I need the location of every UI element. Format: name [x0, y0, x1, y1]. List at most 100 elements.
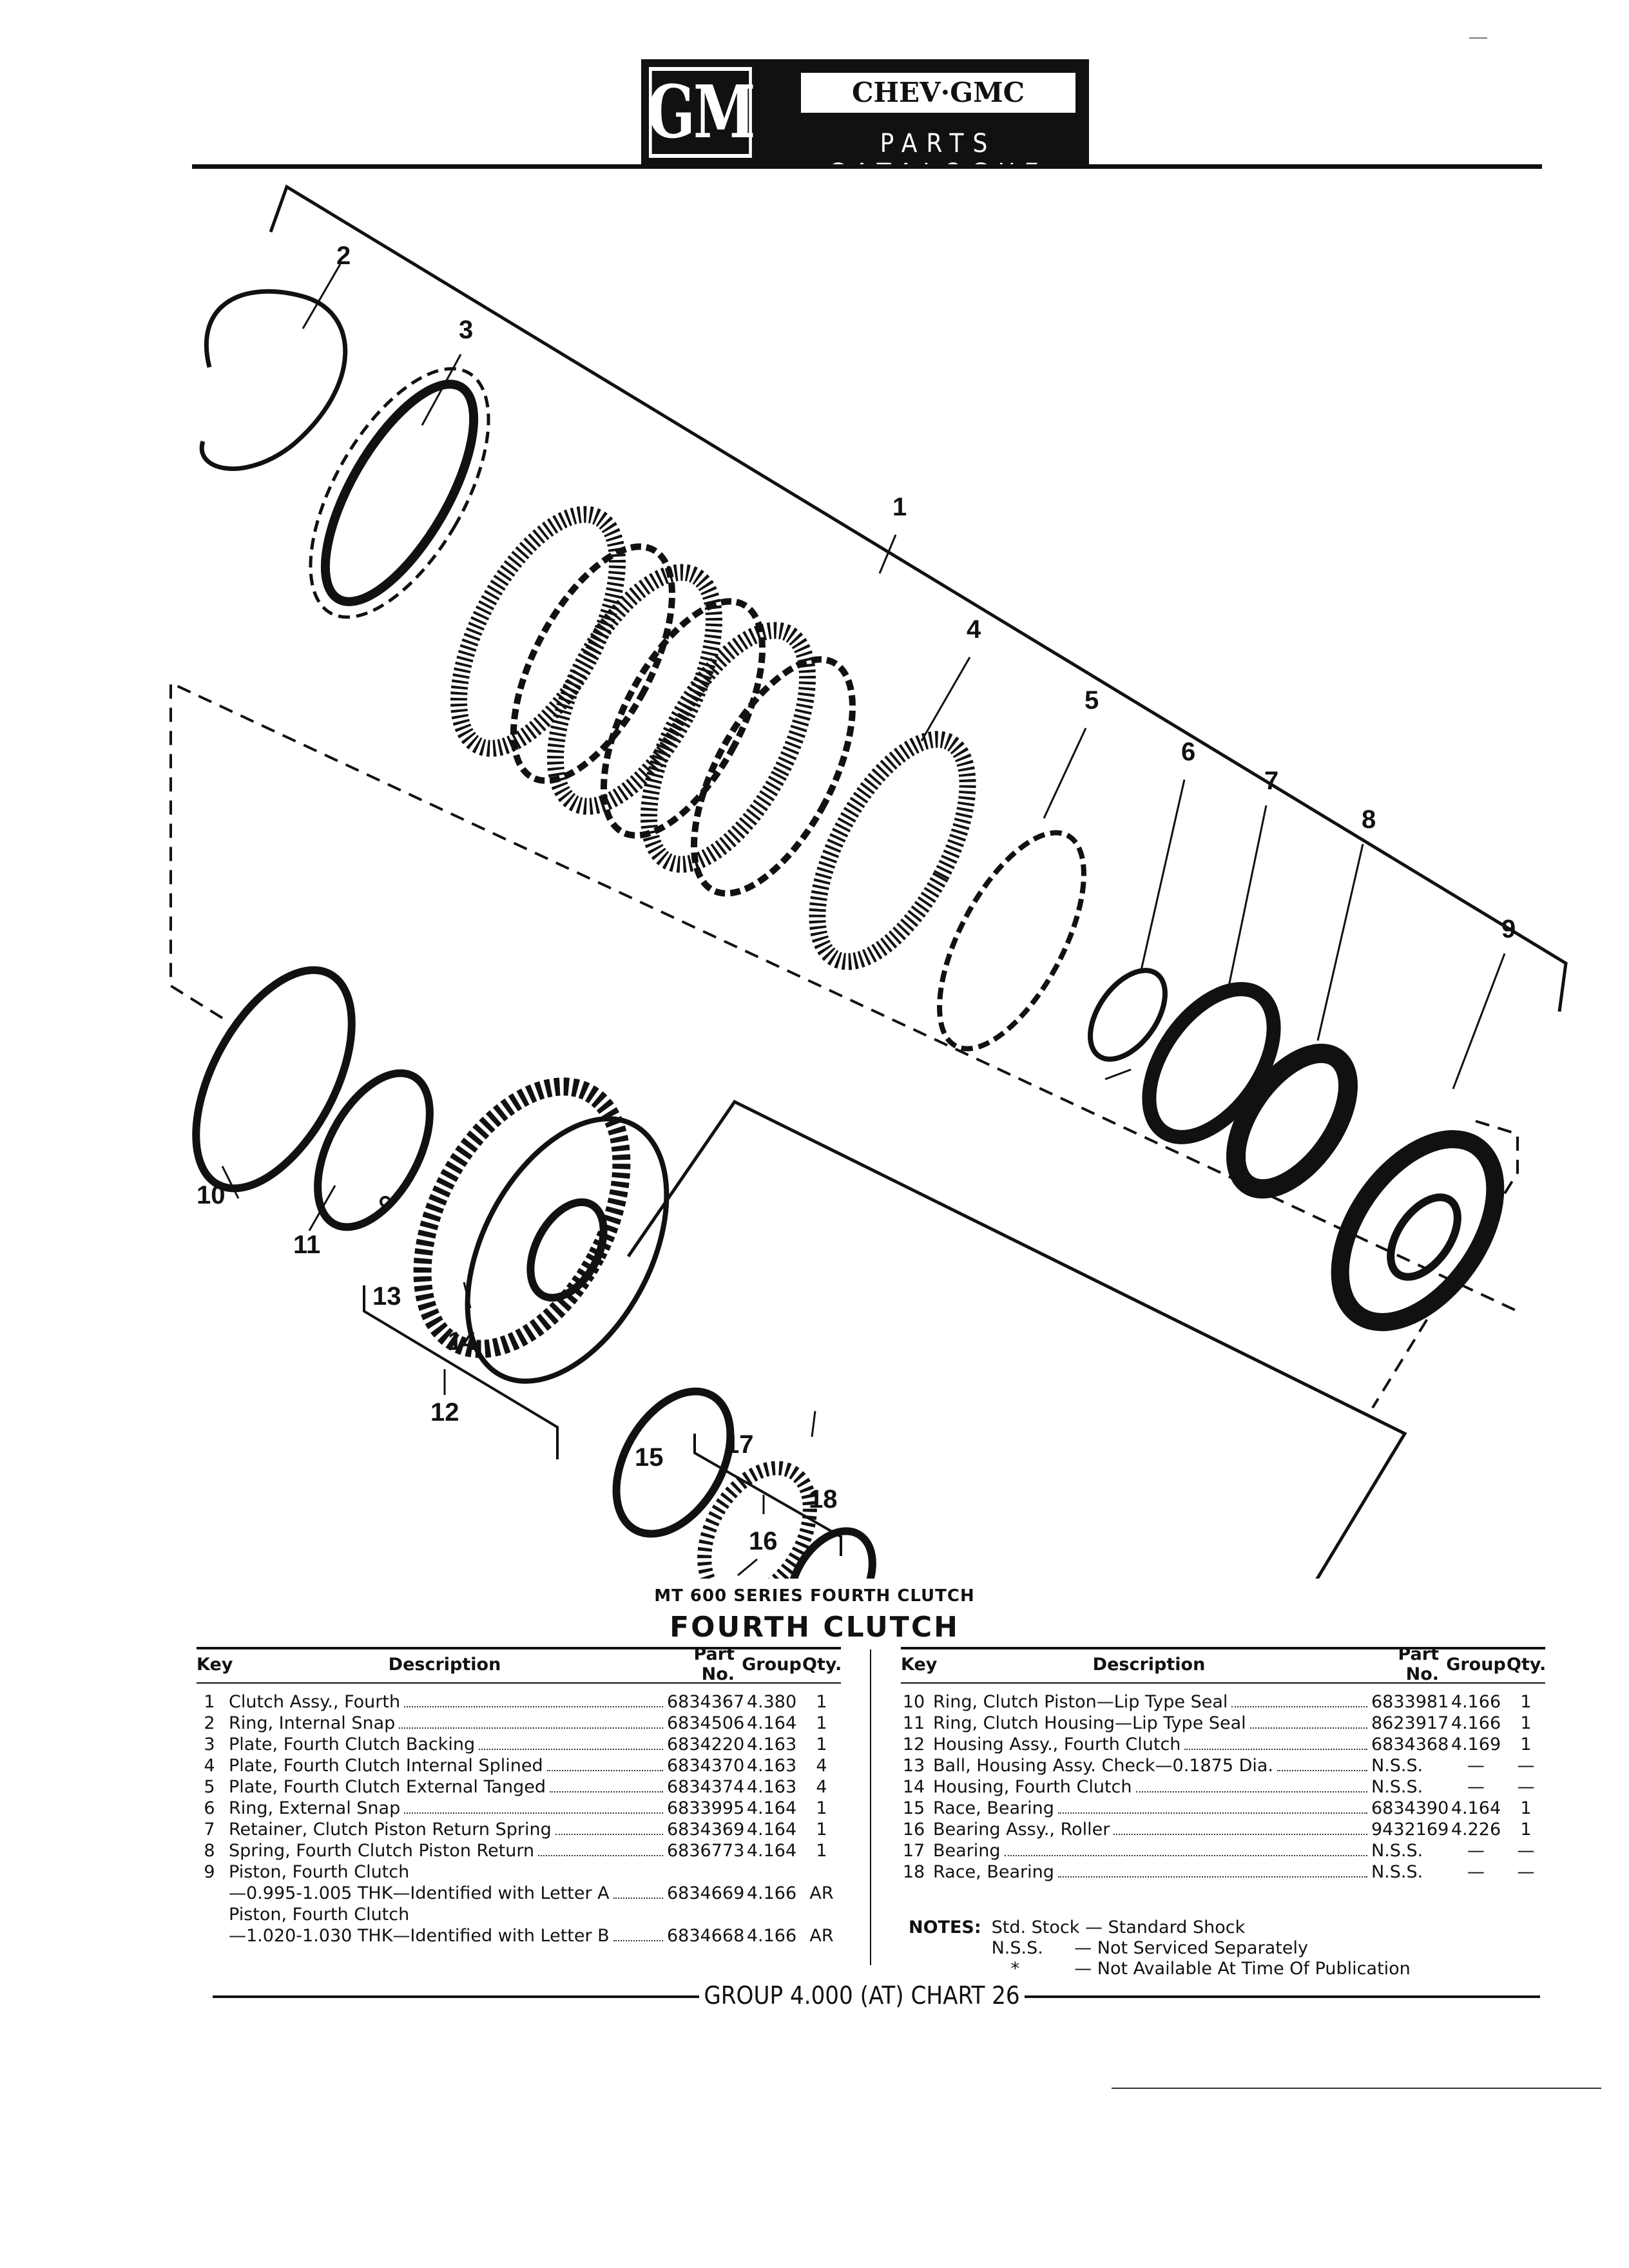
- exploded-parts-diagram: 2 3 1 4 5 6 7 8 9 10 11 12 13 14 15 16 1…: [169, 184, 1568, 1579]
- cell-key: 11: [902, 1713, 925, 1733]
- callout-7: 7: [1264, 767, 1278, 795]
- leader-dots: [1249, 1727, 1367, 1729]
- cell-description: Ring, Internal Snap: [222, 1713, 667, 1733]
- leader-dots: [613, 1897, 663, 1899]
- cell-description: Bearing: [927, 1841, 1371, 1861]
- part-housing-seal: [314, 1069, 434, 1231]
- cell-description: Spring, Fourth Clutch Piston Return: [222, 1841, 667, 1861]
- cell-key: 16: [902, 1820, 925, 1840]
- cell-group: —: [1467, 1756, 1485, 1776]
- description-text: Plate, Fourth Clutch Internal Splined: [229, 1756, 543, 1776]
- callout-18: 18: [809, 1485, 838, 1514]
- cell-qty: AR: [809, 1883, 834, 1903]
- leader-dots: [404, 1812, 663, 1814]
- table-rule: [197, 1682, 841, 1684]
- cell-description: Housing, Fourth Clutch: [927, 1777, 1371, 1797]
- leader-dots: [1231, 1706, 1367, 1707]
- leader-dots: [1004, 1854, 1367, 1856]
- table-row: —1.020-1.030 THK—Identified with Letter …: [197, 1925, 841, 1946]
- part-backing-plate-tangs: [309, 367, 490, 619]
- leader-dots: [1113, 1833, 1367, 1835]
- callout-11: 11: [293, 1231, 320, 1259]
- footer-rule-left: [213, 1995, 699, 1998]
- cell-description: Retainer, Clutch Piston Return Spring: [222, 1820, 667, 1840]
- cell-description: Plate, Fourth Clutch Backing: [222, 1735, 667, 1754]
- header-description: Description: [1092, 1654, 1206, 1675]
- notes-label: NOTES:: [909, 1917, 981, 1937]
- description-text: Retainer, Clutch Piston Return Spring: [229, 1820, 552, 1840]
- cell-group: 4.164: [1451, 1798, 1501, 1818]
- header-group: Group: [742, 1654, 802, 1675]
- callout-12: 12: [430, 1398, 459, 1427]
- page-footer: GROUP 4.000 (AT) CHART 26: [0, 1981, 1629, 2013]
- header-rule: [192, 164, 1542, 169]
- table-header: Key Description Part No. Group Qty.: [197, 1644, 842, 1684]
- note-meaning: — Not Serviced Separately: [1074, 1938, 1308, 1958]
- cell-part-no: N.S.S.: [1371, 1756, 1423, 1776]
- callout-8: 8: [1362, 805, 1376, 834]
- cell-qty: 1: [816, 1713, 827, 1733]
- footer-rule-right: [1025, 1995, 1540, 1998]
- part-bearing-17: [697, 1461, 817, 1579]
- cell-qty: 1: [816, 1841, 827, 1861]
- note-line: NOTES: Std. Stock — Standard Shock: [909, 1917, 1411, 1938]
- header-description: Description: [388, 1654, 501, 1675]
- cell-key: 6: [204, 1798, 215, 1818]
- brand-name: CHEV·GMC TRUCK: [799, 71, 1077, 148]
- leader-dots: [404, 1706, 663, 1707]
- cell-part-no: 6833995: [667, 1798, 745, 1818]
- cell-key: 1: [204, 1692, 215, 1712]
- cell-part-no: N.S.S.: [1371, 1862, 1423, 1882]
- cell-description: Piston, Fourth Clutch: [222, 1905, 667, 1925]
- clutch-pack: [450, 506, 856, 897]
- cell-qty: 1: [816, 1798, 827, 1818]
- cell-group: —: [1467, 1841, 1485, 1861]
- table-rule: [197, 1647, 841, 1649]
- description-text: Bearing Assy., Roller: [933, 1820, 1110, 1840]
- note-line: * — Not Available At Time Of Publication: [909, 1959, 1411, 1979]
- note-meaning: — Standard Shock: [1084, 1917, 1246, 1937]
- cell-description: Piston, Fourth Clutch: [222, 1862, 667, 1882]
- cell-description: Housing Assy., Fourth Clutch: [927, 1735, 1371, 1754]
- cell-part-no: 6834370: [667, 1756, 745, 1776]
- cell-description: Plate, Fourth Clutch Internal Splined: [222, 1756, 667, 1776]
- description-text: Piston, Fourth Clutch: [229, 1862, 410, 1882]
- cell-part-no: 6836773: [667, 1841, 745, 1861]
- group-bracket-12: [363, 1285, 559, 1459]
- cell-key: 8: [204, 1841, 215, 1861]
- group-bracket-16: [693, 1434, 842, 1556]
- cell-key: 9: [204, 1862, 215, 1882]
- cell-qty: —: [1517, 1841, 1535, 1861]
- cell-qty: 1: [1520, 1798, 1532, 1818]
- cell-part-no: 6834374: [667, 1777, 745, 1797]
- cell-part-no: 6834220: [667, 1735, 745, 1754]
- header-key: Key: [901, 1654, 938, 1675]
- description-text: Ring, Internal Snap: [229, 1713, 396, 1733]
- dashed-assembly-line: [169, 680, 1518, 1312]
- cell-qty: 1: [1520, 1735, 1532, 1754]
- description-text: —1.020-1.030 THK—Identified with Letter …: [229, 1926, 610, 1946]
- note-abbr: Std. Stock: [991, 1917, 1080, 1937]
- cell-group: —: [1467, 1862, 1485, 1882]
- cell-group: 4.163: [746, 1756, 797, 1776]
- cell-group: 4.380: [746, 1692, 797, 1712]
- part-piston-bore: [1387, 1193, 1461, 1281]
- table-row: Piston, Fourth Clutch: [197, 1904, 841, 1925]
- cell-group: 4.169: [1451, 1735, 1501, 1754]
- cell-description: Clutch Assy., Fourth: [222, 1692, 667, 1712]
- cell-part-no: 6834369: [667, 1820, 745, 1840]
- cell-key: 14: [902, 1777, 925, 1797]
- cell-key: 5: [204, 1777, 215, 1797]
- cell-qty: 1: [1520, 1820, 1532, 1840]
- cell-part-no: 6834668: [667, 1926, 745, 1946]
- cell-key: 3: [204, 1735, 215, 1754]
- bracket-bearing-assy: [626, 1099, 1407, 1579]
- cell-group: —: [1467, 1777, 1485, 1797]
- cell-description: Plate, Fourth Clutch External Tanged: [222, 1777, 667, 1797]
